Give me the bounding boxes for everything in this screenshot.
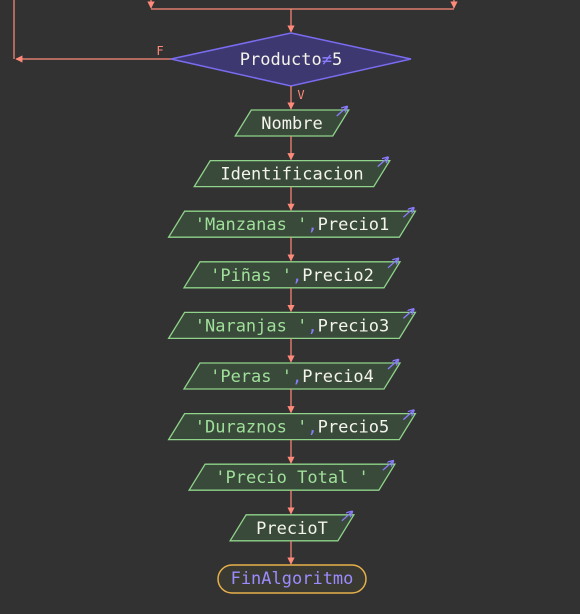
- true-label: V: [297, 88, 304, 102]
- decision-operator: ≠: [322, 50, 332, 70]
- output-arrow-icon: [377, 158, 388, 168]
- decision-right: 5: [332, 50, 342, 70]
- output-text-part: ,: [307, 215, 317, 235]
- output-text-part: ,: [307, 418, 317, 438]
- output-text: PrecioT: [256, 519, 328, 539]
- output-text-part: 'Duraznos ': [195, 418, 308, 438]
- output-precio-total[interactable]: 'Precio Total ': [187, 461, 397, 491]
- output-parallelogram: [167, 412, 417, 441]
- output-parallelogram: [182, 362, 402, 390]
- output-text-part: ,: [292, 367, 302, 387]
- output-text: 'Manzanas ',Precio1: [195, 215, 390, 235]
- loop-return-lines: [13, 0, 458, 63]
- output-text-part: 'Manzanas ': [195, 215, 308, 235]
- output-text: 'Duraznos ',Precio5: [195, 418, 390, 438]
- end-terminal: [217, 564, 367, 594]
- output-peras[interactable]: 'Peras ',Precio4: [182, 360, 402, 390]
- output-text-part: 'Naranjas ': [195, 316, 308, 336]
- end-label: FinAlgoritmo: [231, 569, 354, 589]
- output-text-part: 'Peras ': [210, 367, 292, 387]
- output-naranjas[interactable]: 'Naranjas ',Precio3: [167, 309, 417, 340]
- output-text-part: 'Piñas ': [210, 266, 292, 286]
- decision-node[interactable]: Producto≠5: [170, 32, 412, 87]
- end-node[interactable]: FinAlgoritmo: [217, 564, 367, 594]
- output-text-part: ,: [307, 316, 317, 336]
- output-pinas[interactable]: 'Piñas ',Precio2: [182, 259, 402, 289]
- output-text-part: Precio2: [302, 266, 374, 286]
- output-arrow-icon: [402, 411, 413, 421]
- output-text: 'Precio Total ': [215, 468, 369, 488]
- output-text-part: Precio1: [318, 215, 390, 235]
- output-text-part: Precio5: [318, 418, 390, 438]
- output-arrow-icon: [402, 208, 413, 218]
- output-manzanas[interactable]: 'Manzanas ',Precio1: [167, 208, 417, 238]
- output-parallelogram: [228, 514, 356, 542]
- output-text-part: PrecioT: [256, 519, 328, 539]
- output-arrow-icon: [341, 512, 352, 522]
- output-parallelogram: [187, 463, 397, 491]
- output-arrow-icon: [402, 309, 413, 319]
- output-preciot[interactable]: PrecioT: [228, 512, 356, 542]
- output-arrow-icon: [387, 360, 398, 370]
- false-label: F: [156, 44, 163, 58]
- output-parallelogram: [167, 311, 417, 340]
- output-duraznos[interactable]: 'Duraznos ',Precio5: [167, 411, 417, 441]
- output-parallelogram: [234, 109, 350, 137]
- output-text-part: 'Precio Total ': [215, 468, 369, 488]
- output-parallelogram: [167, 210, 417, 238]
- output-identificacion[interactable]: Identificacion: [193, 158, 391, 188]
- output-arrow-icon: [336, 107, 347, 117]
- output-arrow-icon: [387, 259, 398, 269]
- output-parallelogram: [182, 261, 402, 289]
- output-text-part: ,: [292, 266, 302, 286]
- decision-condition: Producto≠5: [240, 50, 342, 70]
- decision-left: Producto: [240, 50, 322, 70]
- output-arrow-icon: [382, 461, 393, 471]
- output-parallelogram: [193, 159, 391, 188]
- output-text-part: Precio4: [302, 367, 374, 387]
- output-text: 'Piñas ',Precio2: [210, 266, 374, 286]
- output-text: 'Peras ',Precio4: [210, 367, 374, 387]
- output-text: Nombre: [261, 114, 322, 134]
- output-nombre[interactable]: Nombre: [234, 107, 350, 137]
- output-text-part: Identificacion: [220, 165, 363, 185]
- output-text: Identificacion: [220, 165, 363, 185]
- output-text: 'Naranjas ',Precio3: [195, 316, 390, 336]
- output-text-part: Precio3: [318, 316, 390, 336]
- output-text-part: Nombre: [261, 114, 322, 134]
